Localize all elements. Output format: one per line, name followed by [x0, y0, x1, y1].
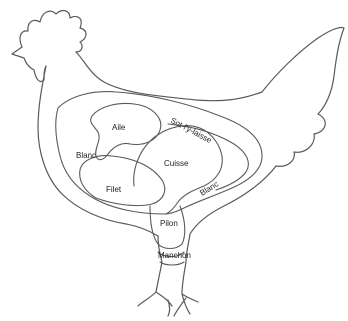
label-blanc-left: Blanc	[76, 151, 96, 160]
label-pilon: Pilon	[160, 219, 178, 228]
label-sot-l-y-laisse: Sot-l'y-laisse	[169, 116, 214, 145]
aile-cut	[91, 104, 161, 160]
chicken-back	[76, 52, 262, 101]
label-cuisse: Cuisse	[164, 159, 189, 168]
chicken-leg-right	[182, 234, 198, 302]
chicken-foot-left	[156, 292, 172, 316]
chicken-tail	[262, 27, 344, 166]
chicken-leg-left	[138, 236, 162, 306]
chicken-comb	[20, 11, 86, 52]
label-manchon: Manchon	[158, 251, 191, 260]
label-filet: Filet	[106, 185, 122, 194]
chicken-head	[12, 47, 46, 82]
label-aile: Aile	[112, 123, 126, 132]
